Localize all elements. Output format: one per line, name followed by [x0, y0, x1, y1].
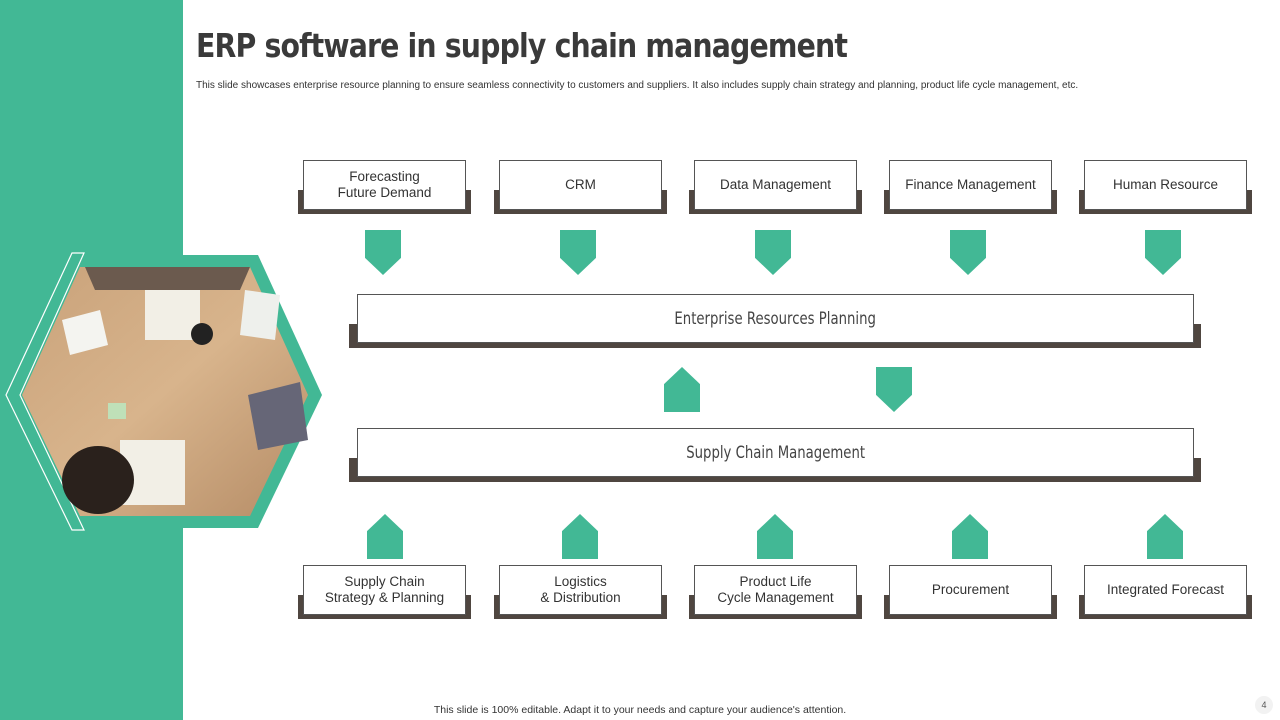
- top-box-hr: Human Resource: [1079, 160, 1252, 214]
- footer-note: This slide is 100% editable. Adapt it to…: [433, 704, 847, 716]
- page-title: ERP software in supply chain management: [196, 26, 848, 65]
- bottom-box-procurement: Procurement: [884, 565, 1057, 619]
- bottom-box-integrated-forecast: Integrated Forecast: [1079, 565, 1252, 619]
- top-box-crm: CRM: [494, 160, 667, 214]
- arrow-up-icon: [367, 514, 403, 559]
- arrow-up-icon: [757, 514, 793, 559]
- bottom-box-logistics: Logistics & Distribution: [494, 565, 667, 619]
- top-box-finance: Finance Management: [884, 160, 1057, 214]
- bottom-box-plm: Product Life Cycle Management: [689, 565, 862, 619]
- arrow-up-icon: [1147, 514, 1183, 559]
- arrow-down-icon: [755, 230, 791, 275]
- arrow-up-icon: [664, 367, 700, 412]
- arrow-down-icon: [876, 367, 912, 412]
- page-number: 4: [1255, 696, 1273, 714]
- page-subtitle: This slide showcases enterprise resource…: [196, 80, 1079, 91]
- arrow-up-icon: [562, 514, 598, 559]
- arrow-down-icon: [1145, 230, 1181, 275]
- top-box-forecasting: Forecasting Future Demand: [298, 160, 471, 214]
- arrow-up-icon: [952, 514, 988, 559]
- scm-box: Supply Chain Management: [349, 428, 1201, 482]
- bottom-box-strategy: Supply Chain Strategy & Planning: [298, 565, 471, 619]
- arrow-down-icon: [365, 230, 401, 275]
- arrow-down-icon: [560, 230, 596, 275]
- team-photo-hexagon: [5, 252, 322, 531]
- arrow-down-icon: [950, 230, 986, 275]
- top-box-data-management: Data Management: [689, 160, 862, 214]
- erp-box: Enterprise Resources Planning: [349, 294, 1201, 348]
